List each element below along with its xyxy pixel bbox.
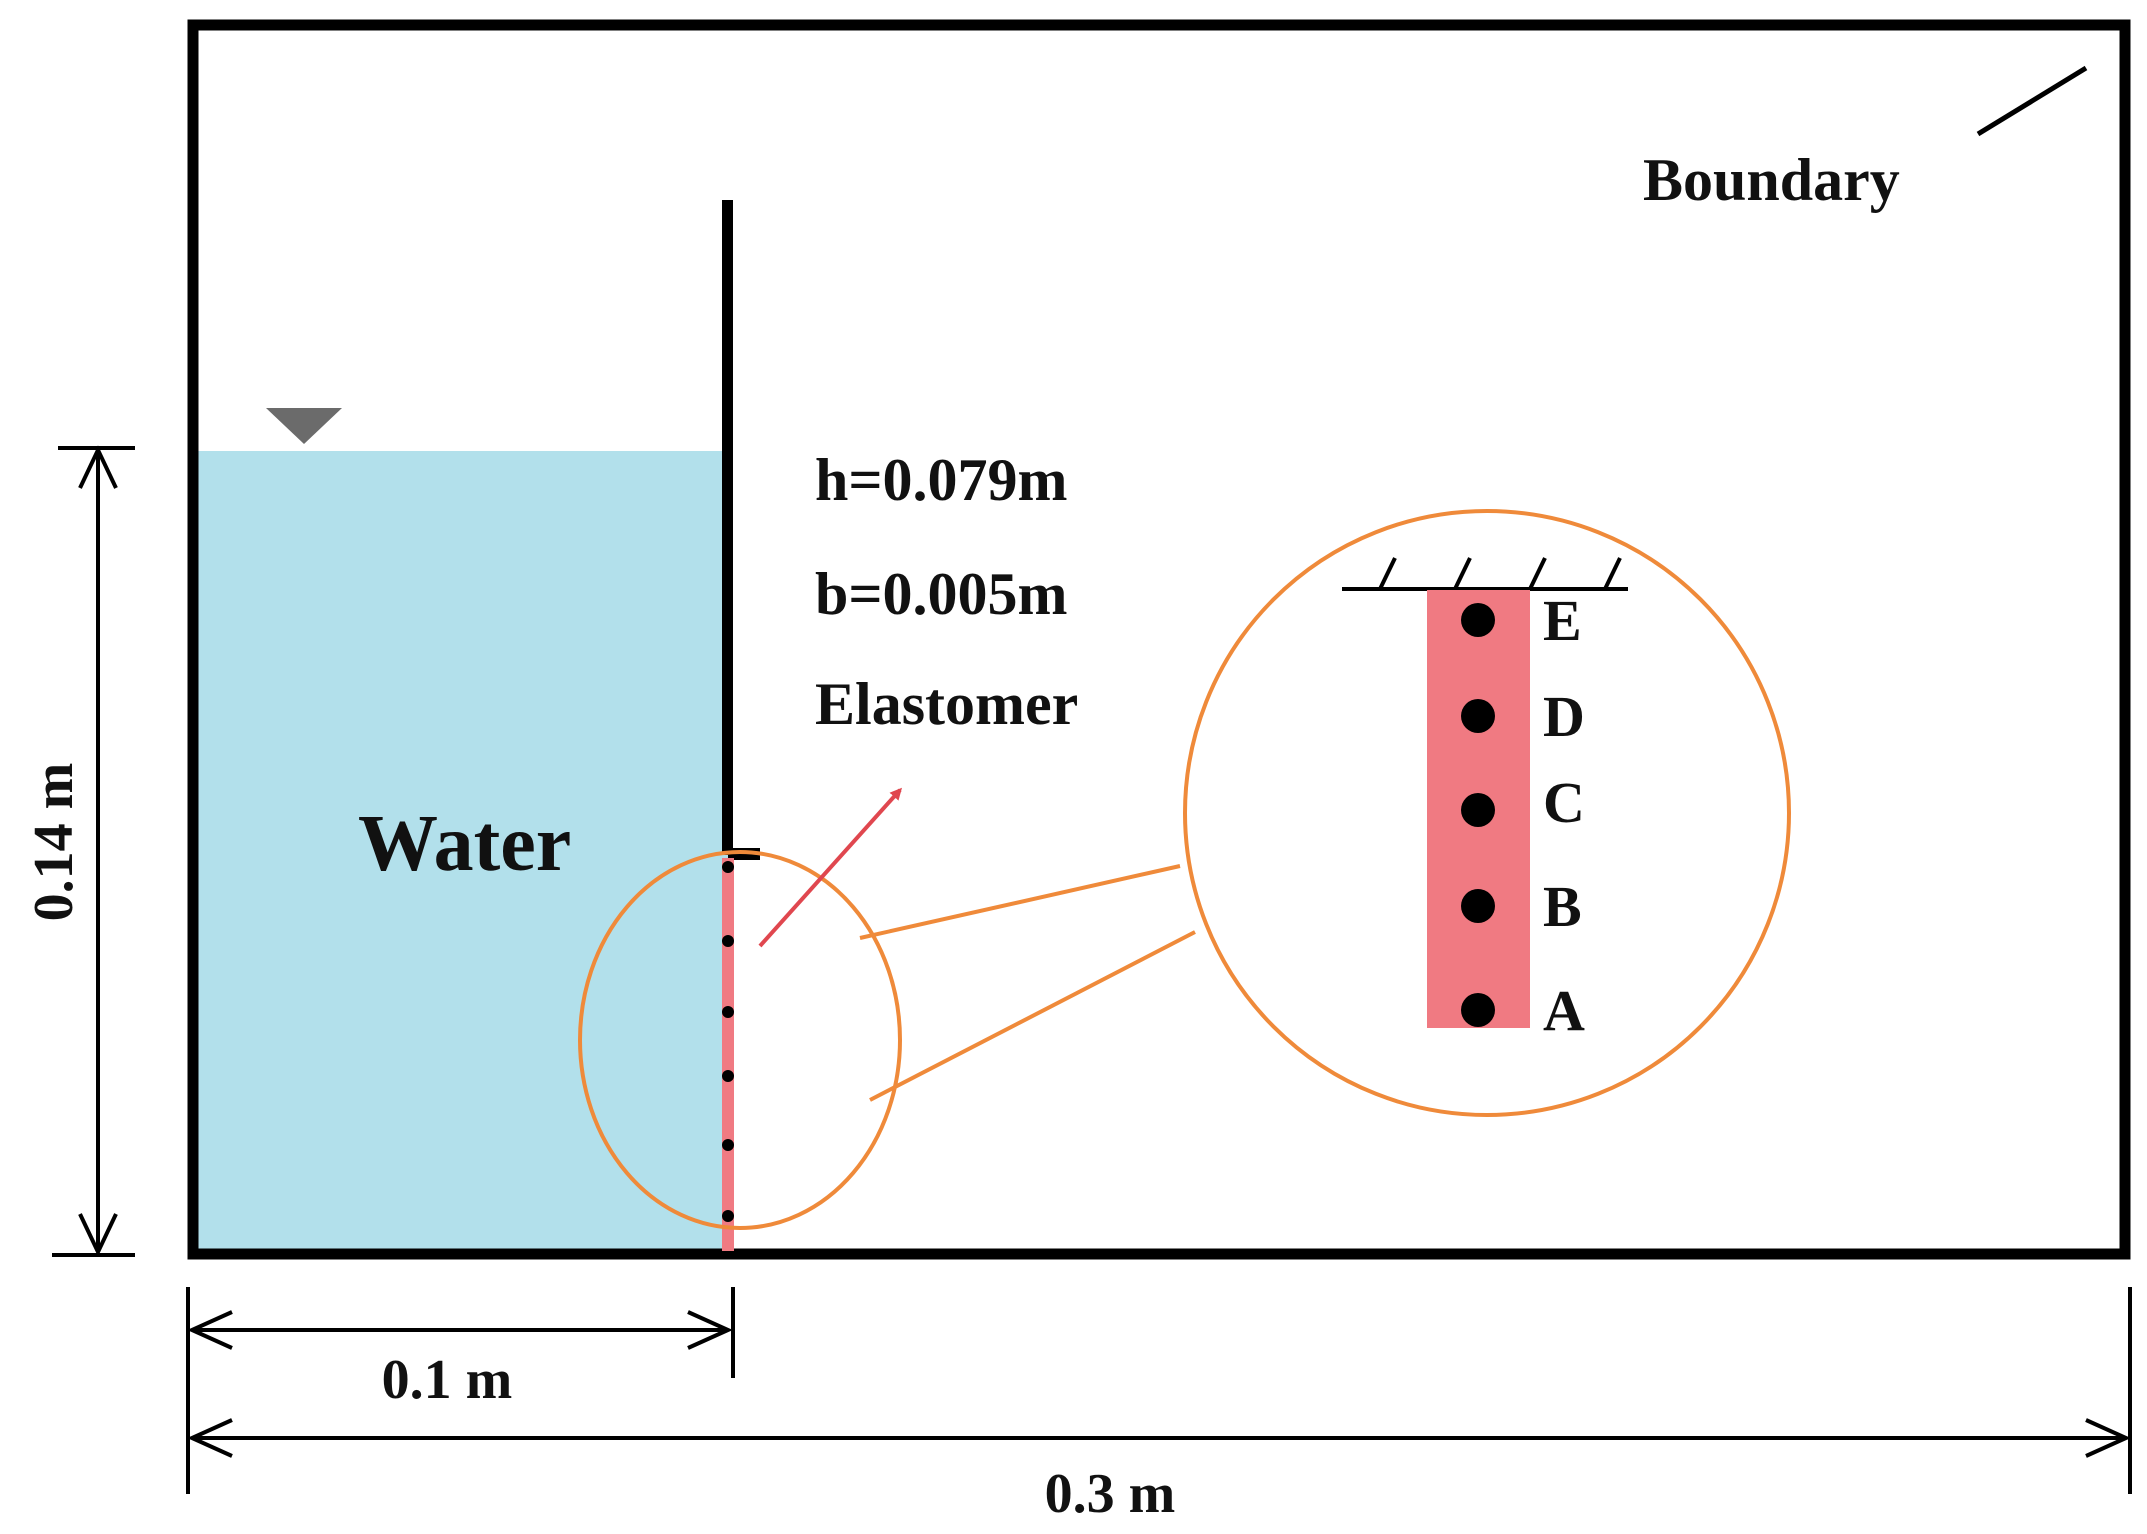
dimension-arrowhead-left [187,1310,233,1350]
dimension-arrowhead-bottom [78,1213,118,1257]
probe-dot [722,861,734,873]
probe-label-d: D [1543,684,1585,749]
tank-boundary [187,19,2131,1260]
probe-dot [722,1006,734,1018]
probe-label-e: E [1543,588,1582,653]
water-column [198,451,728,1251]
probe-point-d [1461,699,1495,733]
zoom-connector-upper [859,864,1181,940]
zoomed-probe-points [1461,603,1495,1027]
free-surface-marker [266,408,342,444]
dimension-arrowhead-right [2085,1418,2131,1458]
rigid-gate [722,200,733,855]
probe-dot [722,1070,734,1082]
probe-dot [722,1139,734,1151]
boundary-leader-line [1976,65,2088,137]
probe-dot [722,935,734,947]
probe-label-b: B [1543,874,1582,939]
water-width-label: 0.1 m [382,1349,513,1411]
height-dimension [52,445,135,1257]
hatch-mark [1603,557,1622,590]
hatch-mark [1453,557,1472,590]
dimension-arrowhead-right [687,1310,733,1350]
tank-width-dimension [187,1287,2132,1494]
boundary-label: Boundary [1643,147,1900,213]
elastomer-material-label: Elastomer [815,671,1078,737]
probe-point-c [1461,793,1495,827]
elastomer-plate [722,858,734,1251]
tank-width-label: 0.3 m [1045,1463,1176,1525]
zoom-source-ellipse [578,850,902,1230]
dimension-arrowhead-top [78,445,118,489]
elastomer-height-label: h=0.079m [815,447,1068,513]
hatch-mark [1378,557,1397,590]
probe-point-a [1461,993,1495,1027]
elastomer-pointer-arrow [758,787,903,948]
hatch-mark [1528,557,1547,590]
elastomer-probe-dots [722,861,734,1222]
zoom-connector-lower [869,930,1196,1102]
elastomer-thickness-label: b=0.005m [815,561,1068,627]
probe-label-a: A [1543,978,1585,1043]
dimension-arrowhead-left [187,1418,233,1458]
water-width-dimension [186,1287,735,1494]
probe-dot [722,1210,734,1222]
water-label: Water [358,800,571,888]
fixed-support-hatching [1378,557,1622,590]
probe-point-e [1461,603,1495,637]
probe-point-b [1461,889,1495,923]
tank-height-label: 0.14 m [23,763,85,922]
probe-label-c: C [1543,770,1585,835]
